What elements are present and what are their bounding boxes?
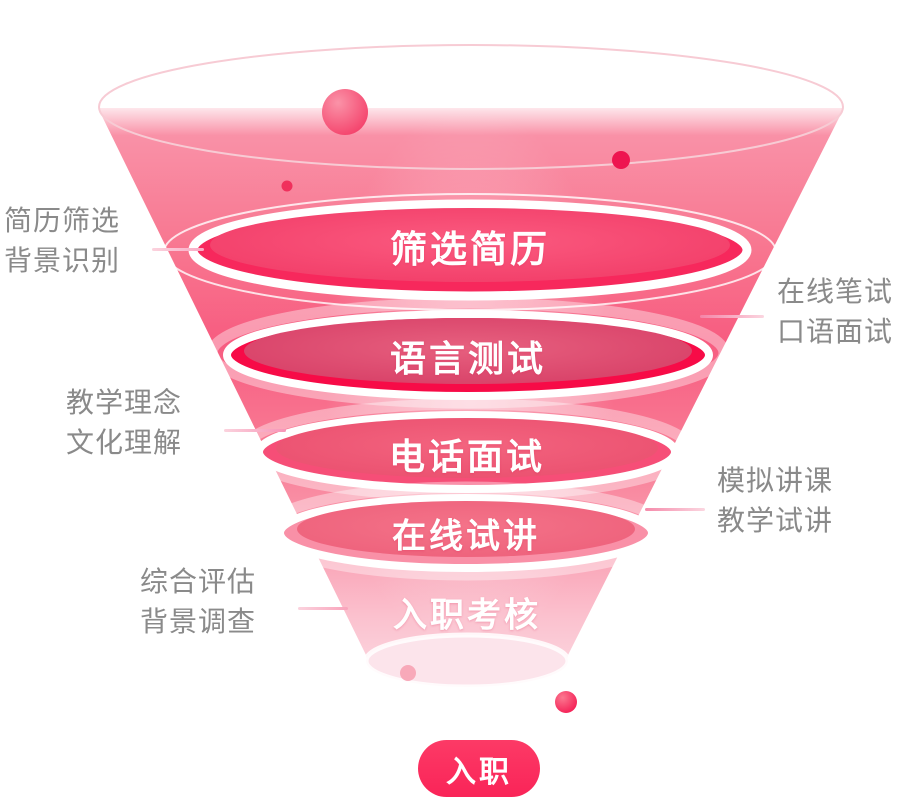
annotation-line: 模拟讲课 — [717, 465, 834, 496]
connector-line-left-1 — [152, 248, 204, 251]
onboarding-result-button[interactable]: 入职 — [418, 740, 540, 797]
connector-line-right-2 — [645, 508, 705, 511]
band-2-halo — [206, 297, 730, 409]
stage-label-onboarding-assessment: 入职考核 — [393, 596, 541, 635]
decor-dot-tip — [400, 665, 416, 681]
onboarding-result-label: 入职 — [446, 755, 512, 789]
stage-label-language-test: 语言测试 — [389, 338, 547, 379]
decor-dot-small-2 — [281, 180, 293, 192]
annotation-line: 教学理念 — [66, 387, 183, 418]
decor-dot-drop — [555, 691, 577, 713]
annotation-online-written-test: 在线笔试 口语面试 — [777, 272, 893, 352]
funnel-band-3 — [255, 411, 679, 493]
annotation-teaching-philosophy: 教学理念 文化理解 — [66, 383, 182, 463]
annotation-line: 在线笔试 — [777, 276, 894, 307]
connector-line-right-1 — [700, 315, 764, 318]
thin-ring-outline — [163, 193, 777, 311]
funnel-band-2 — [223, 310, 713, 400]
decor-dot-small-1 — [612, 151, 630, 169]
annotation-line: 口语面试 — [777, 316, 894, 347]
annotation-line: 背景识别 — [4, 245, 121, 276]
connector-line-left-3 — [298, 607, 348, 610]
funnel-band-1 — [188, 199, 752, 301]
annotation-line: 背景调查 — [140, 606, 257, 637]
annotation-simulated-lecture: 模拟讲课 教学试讲 — [717, 461, 833, 541]
stage-label-phone-interview: 电话面试 — [388, 436, 546, 477]
stage-label-online-trial-lecture: 在线试讲 — [392, 517, 540, 556]
funnel-rim-outline — [98, 44, 844, 170]
band-4-halo — [259, 481, 673, 581]
annotation-comprehensive-evaluation: 综合评估 背景调查 — [140, 562, 256, 642]
annotation-resume-screening: 简历筛选 背景识别 — [4, 201, 120, 281]
stage-label-screen-resumes: 筛选简历 — [390, 229, 550, 270]
funnel-tip-ellipse — [363, 632, 571, 690]
annotation-line: 文化理解 — [66, 427, 183, 458]
decor-sphere — [322, 89, 368, 135]
connector-line-left-2 — [224, 429, 286, 432]
funnel-band-4 — [276, 494, 656, 572]
annotation-line: 简历筛选 — [4, 205, 121, 236]
annotation-line: 教学试讲 — [717, 505, 834, 536]
annotation-line: 综合评估 — [140, 566, 257, 597]
